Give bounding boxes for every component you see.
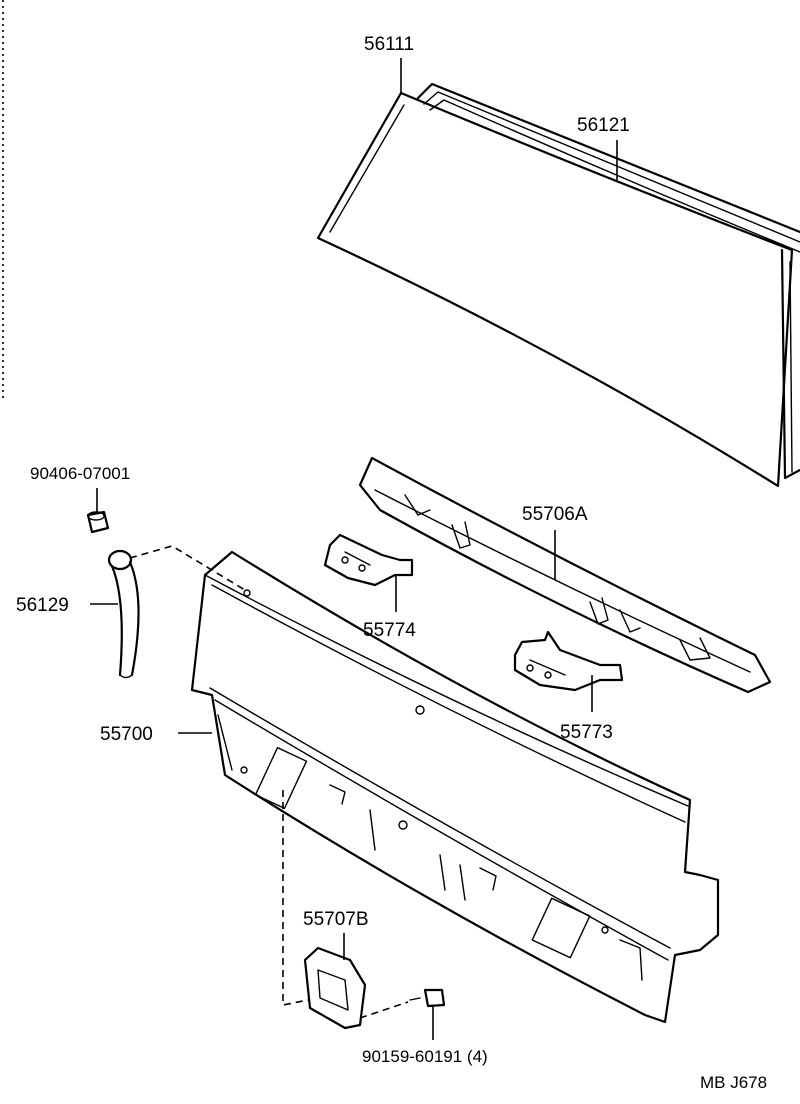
label-55773: 55773 xyxy=(560,722,613,743)
bracket-55774 xyxy=(323,533,414,587)
label-90406: 90406-07001 xyxy=(30,464,130,483)
assembly-line-cover xyxy=(282,790,309,1006)
label-56129: 56129 xyxy=(16,595,69,616)
drain-hose xyxy=(107,549,140,679)
label-90159: 90159-60191 (4) xyxy=(362,1047,488,1066)
label-55774: 55774 xyxy=(363,620,416,641)
back-window-glass xyxy=(316,91,794,488)
clip-90406 xyxy=(86,510,110,534)
label-55700: 55700 xyxy=(100,724,153,745)
label-56121: 56121 xyxy=(577,115,630,136)
window-weatherstrip xyxy=(416,82,800,480)
diagram-code: MB J678 xyxy=(700,1073,767,1092)
label-55706a: 55706A xyxy=(522,504,588,525)
assembly-line-bolt xyxy=(359,1001,409,1019)
bolt-90159 xyxy=(409,988,446,1008)
bracket-55773 xyxy=(513,630,624,692)
assembly-line-hose xyxy=(129,545,246,591)
panel-cover xyxy=(303,946,367,1030)
back-panel xyxy=(190,550,720,1024)
upper-panel-reinforcement xyxy=(358,456,772,694)
label-56111: 56111 xyxy=(364,34,414,55)
label-55707b: 55707B xyxy=(303,909,369,930)
